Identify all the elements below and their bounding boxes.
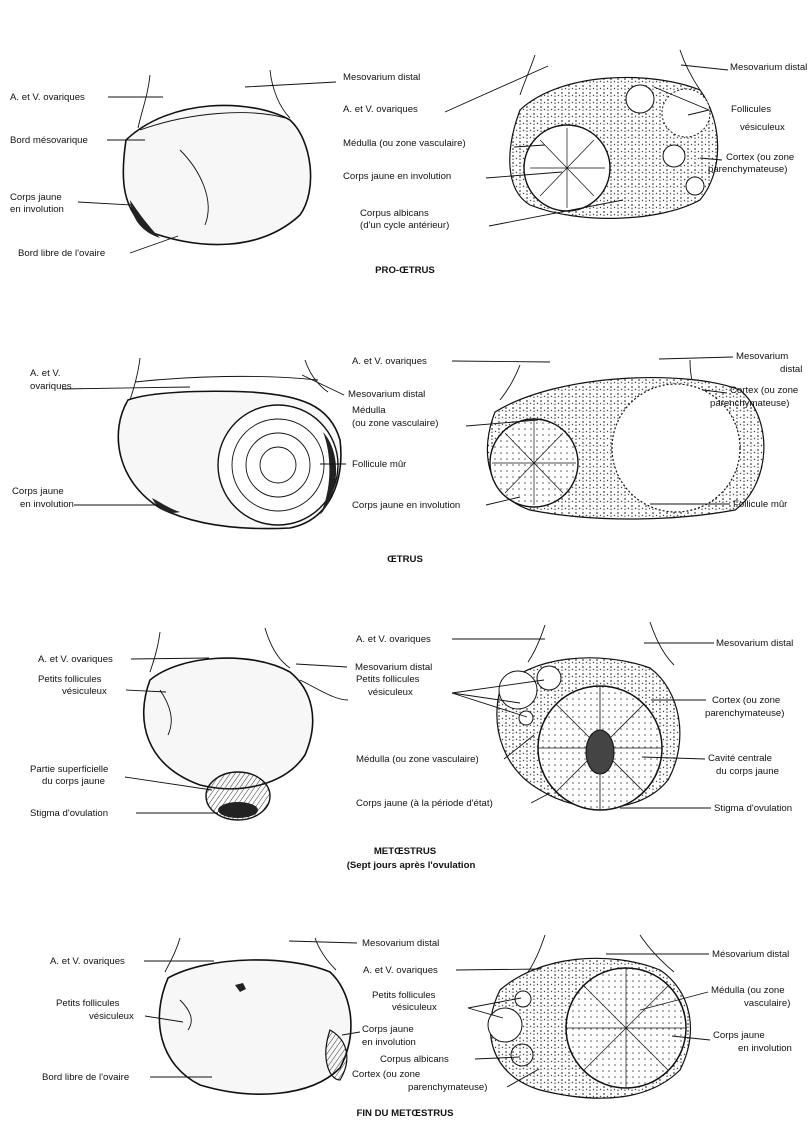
fin-right-vessels-label: A. et V. ovariques (363, 965, 438, 976)
oes-left-corpus-luteum-label-2: en involution (20, 499, 74, 510)
panel-pro-oestrus: Mesovarium distal A. et V. ovariques Bor… (10, 50, 807, 276)
met-left-mesovarium-label: Mesovarium distal (355, 662, 432, 673)
oes-right-mesovarium-label-1: Mesovarium (736, 351, 788, 362)
met-right-stigma-label: Stigma d'ovulation (714, 803, 792, 814)
oes-left-mesovarium-label: Mesovarium distal (348, 389, 425, 400)
pro-right-corpus-luteum-label: Corps jaune en involution (343, 171, 451, 182)
oes-right-cortex-label-2: parenchymateuse) (710, 398, 789, 409)
oes-right-medulla-label-1: Médulla (352, 405, 386, 416)
fin-metoestrus-section (488, 935, 690, 1098)
fin-right-corpus-luteum-label-1: Corps jaune (713, 1030, 765, 1041)
met-right-cortex-label-1: Cortex (ou zone (712, 695, 780, 706)
oes-right-medulla-label-2: (ou zone vasculaire) (352, 418, 438, 429)
pro-right-mesovarium-label: Mesovarium distal (730, 62, 807, 73)
met-left-corpus-luteum-label-1: Partie superficielle (30, 764, 108, 775)
met-right-follicles-label-1: Petits follicules (356, 674, 420, 685)
pro-left-mesovarian-border-label: Bord mésovarique (10, 135, 88, 146)
fin-left-mesovarium-label: Mesovarium distal (362, 938, 439, 949)
fin-right-follicles-label-2: vésiculeux (392, 1002, 437, 1013)
pro-left-corpus-luteum-label-1: Corps jaune (10, 192, 62, 203)
pro-right-cortex-label-1: Cortex (ou zone (726, 152, 794, 163)
pro-right-medulla-label: Médulla (ou zone vasculaire) (343, 138, 466, 149)
panel-fin-metoestrus: Mesovarium distal A. et V. ovariques Pet… (42, 935, 792, 1119)
oes-right-mesovarium-label-2: distal (780, 364, 802, 375)
fin-right-follicles-label-1: Petits follicules (372, 990, 436, 1001)
fin-left-follicles-label-2: vésiculeux (89, 1011, 134, 1022)
oestrus-section (487, 360, 763, 519)
oes-left-vessels-label-1: A. et V. (30, 368, 61, 379)
pro-right-corpus-albicans-label-1: Corpus albicans (360, 208, 429, 219)
oes-right-cortex-label-1: Cortex (ou zone (730, 385, 798, 396)
fin-left-corpus-luteum-label-1: Corps jaune (362, 1024, 414, 1035)
pro-right-vessels-label: A. et V. ovariques (343, 104, 418, 115)
metoestrus-external-ovary (144, 628, 348, 820)
pro-right-cortex-label-2: parenchymateuse) (708, 164, 787, 175)
met-right-mesovarium-label: Mesovarium distal (716, 638, 793, 649)
oes-left-follicle-label: Follicule mûr (352, 459, 407, 470)
fin-right-medulla-label-2: vasculaire) (744, 998, 790, 1009)
pro-right-follicles-label-2: vésiculeux (740, 122, 785, 133)
metoestrus-subcaption: (Sept jours après l'ovulation (347, 860, 476, 871)
met-left-stigma-label: Stigma d'ovulation (30, 808, 108, 819)
fin-right-cortex-label-2: parenchymateuse) (408, 1082, 487, 1093)
panel-oestrus: A. et V. ovariques Mesovarium distal Fol… (12, 351, 802, 565)
pro-oestrus-section (510, 50, 718, 218)
fin-right-corpus-luteum-label-2: en involution (738, 1043, 792, 1054)
pro-oestrus-caption: PRO-ŒTRUS (375, 265, 435, 276)
met-right-cavity-label-1: Cavité centrale (708, 753, 772, 764)
fin-left-free-border-label: Bord libre de l'ovaire (42, 1072, 129, 1083)
fin-right-corpus-albicans-label: Corpus albicans (380, 1054, 449, 1065)
met-right-vessels-label: A. et V. ovariques (356, 634, 431, 645)
fin-right-medulla-label-1: Médulla (ou zone (711, 985, 785, 996)
pro-oestrus-external-ovary (123, 70, 310, 245)
panel-metoestrus: A. et V. ovariques Mesovarium distal Pet… (30, 622, 793, 871)
fin-right-cortex-label-1: Cortex (ou zone (352, 1069, 420, 1080)
fin-right-mesovarium-label: Mésovarium distal (712, 949, 789, 960)
met-left-follicles-label-2: vésiculeux (62, 686, 107, 697)
fin-left-follicles-label-1: Petits follicules (56, 998, 120, 1009)
pro-left-free-border-label: Bord libre de l'ovaire (18, 248, 105, 259)
met-left-vessels-label: A. et V. ovariques (38, 654, 113, 665)
met-right-medulla-label: Médulla (ou zone vasculaire) (356, 754, 479, 765)
oes-right-vessels-label: A. et V. ovariques (352, 356, 427, 367)
met-left-follicles-label-1: Petits follicules (38, 674, 102, 685)
fin-left-corpus-luteum-label-2: en involution (362, 1037, 416, 1048)
oes-left-vessels-label-2: ovariques (30, 381, 72, 392)
pro-left-mesovarium-label: Mesovarium distal (343, 72, 420, 83)
oes-right-corpus-luteum-label: Corps jaune en involution (352, 500, 460, 511)
pro-left-vessels-label: A. et V. ovariques (10, 92, 85, 103)
met-right-cortex-label-2: parenchymateuse) (705, 708, 784, 719)
pro-left-corpus-luteum-label-2: en involution (10, 204, 64, 215)
fin-metoestrus-caption: FIN DU METŒSTRUS (356, 1108, 454, 1119)
met-right-cavity-label-2: du corps jaune (716, 766, 779, 777)
oes-right-follicle-label: Follicule mûr (733, 499, 788, 510)
met-right-corpus-luteum-label: Corps jaune (à la période d'état) (356, 798, 493, 809)
pro-right-follicles-label-1: Follicules (731, 104, 771, 115)
oestrus-caption: ŒTRUS (387, 554, 423, 565)
pro-right-corpus-albicans-label-2: (d'un cycle antérieur) (360, 220, 449, 231)
metoestrus-caption: METŒSTRUS (374, 846, 437, 857)
met-left-corpus-luteum-label-2: du corps jaune (42, 776, 105, 787)
fin-left-vessels-label: A. et V. ovariques (50, 956, 125, 967)
oes-left-corpus-luteum-label-1: Corps jaune (12, 486, 64, 497)
met-right-follicles-label-2: vésiculeux (368, 687, 413, 698)
oestrus-external-ovary (118, 358, 341, 529)
